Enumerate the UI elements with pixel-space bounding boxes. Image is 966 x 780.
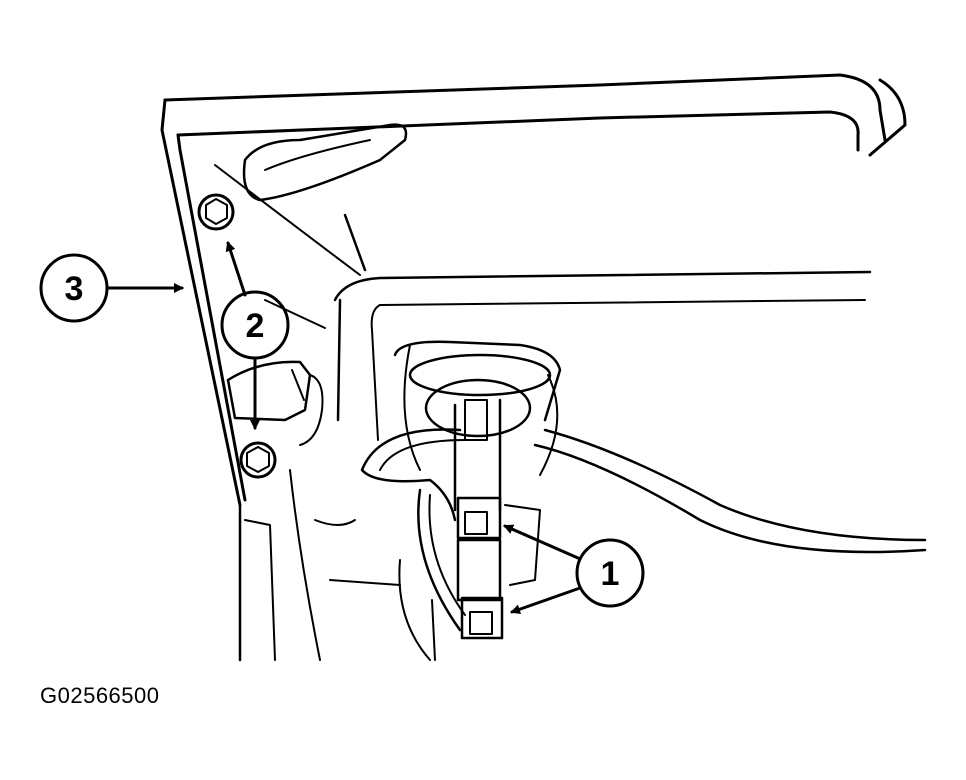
callout-1 <box>503 524 645 615</box>
callout-3-label: 3 <box>65 270 84 308</box>
lamp-housing-outline <box>160 73 907 662</box>
wiring-harness <box>360 428 927 632</box>
callout-1-label: 1 <box>601 555 620 593</box>
callout-3 <box>39 253 184 323</box>
callout-2-label: 2 <box>246 307 265 345</box>
retaining-clip <box>226 360 324 446</box>
bulb-socket <box>393 340 562 640</box>
callout-2 <box>220 241 290 430</box>
figure-id: G02566500 <box>40 683 160 708</box>
upper-bolt <box>197 193 235 231</box>
lower-bolt <box>239 441 277 479</box>
